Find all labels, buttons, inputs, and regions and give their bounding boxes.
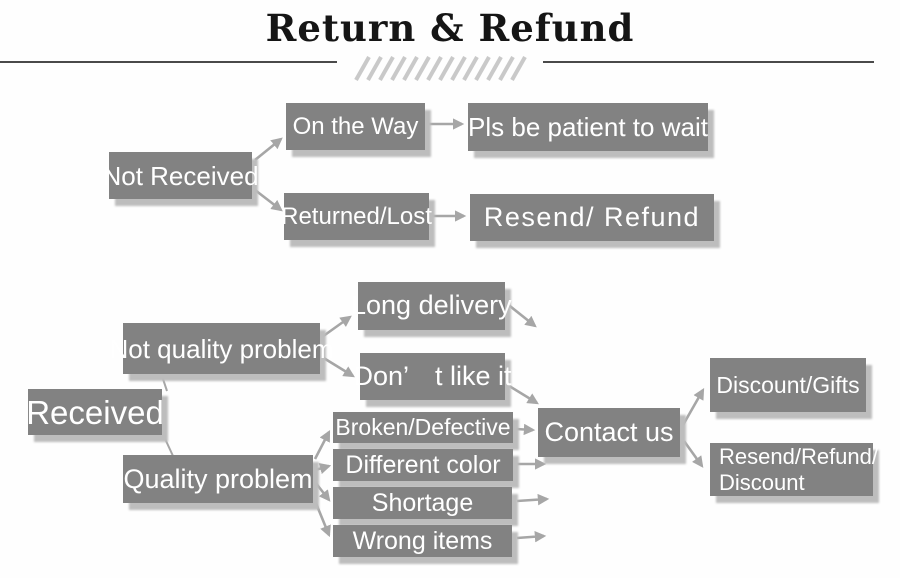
arrow-wrongitems-out bbox=[516, 530, 547, 543]
node-wrong-items: Wrong items bbox=[333, 525, 512, 557]
node-broken-defective: Broken/Defective bbox=[333, 412, 513, 443]
node-not-received: Not Received bbox=[102, 152, 259, 199]
node-long-delivery: Long delivery bbox=[351, 282, 512, 330]
node-different-color: Different color bbox=[333, 449, 513, 481]
node-resend-refund-discount-line1: Resend/Refund/ bbox=[719, 444, 878, 470]
line-received-to-notquality bbox=[161, 375, 168, 392]
node-pls-be-patient: Pls be patient to wait bbox=[468, 103, 708, 151]
arrow-quality-to-shortage bbox=[313, 481, 331, 502]
node-dont-like-it: Don’ t like it bbox=[353, 353, 512, 400]
node-not-quality-problem: Not quality problem bbox=[110, 323, 334, 374]
divider-line-left bbox=[0, 61, 337, 63]
arrow-contactus-to-resendrefunddiscount bbox=[682, 440, 704, 468]
node-returned-lost: Returned/Lost bbox=[281, 193, 432, 240]
node-contact-us: Contact us bbox=[538, 408, 680, 457]
hatch-decoration bbox=[354, 56, 527, 81]
node-shortage: Shortage bbox=[333, 487, 512, 519]
node-resend-refund: Resend/ Refund bbox=[470, 194, 714, 241]
arrow-quality-to-diffcolor bbox=[314, 463, 332, 475]
node-resend-refund-discount-line2: Discount bbox=[719, 469, 805, 495]
arrow-broken-to-contactus bbox=[515, 423, 536, 436]
line-received-to-qualityproblem bbox=[160, 429, 174, 457]
node-quality-problem: Quality problem bbox=[123, 455, 313, 503]
arrow-shortage-out bbox=[516, 493, 550, 506]
page-title: Return & Refund bbox=[265, 6, 635, 50]
node-received: Received bbox=[26, 389, 164, 435]
node-discount-gifts: Discount/Gifts bbox=[710, 358, 866, 412]
arrow-contactus-to-discountgifts bbox=[681, 388, 705, 426]
divider-line-right bbox=[543, 61, 874, 63]
node-on-the-way: On the Way bbox=[286, 103, 425, 150]
arrow-quality-to-wrongitems bbox=[311, 495, 331, 538]
arrow-quality-to-broken bbox=[313, 429, 331, 460]
arrow-notreceived-to-returnedlost bbox=[254, 188, 283, 212]
arrow-notreceived-to-ontheway bbox=[254, 137, 283, 162]
node-resend-refund-discount: Resend/Refund/ Discount bbox=[710, 443, 878, 496]
